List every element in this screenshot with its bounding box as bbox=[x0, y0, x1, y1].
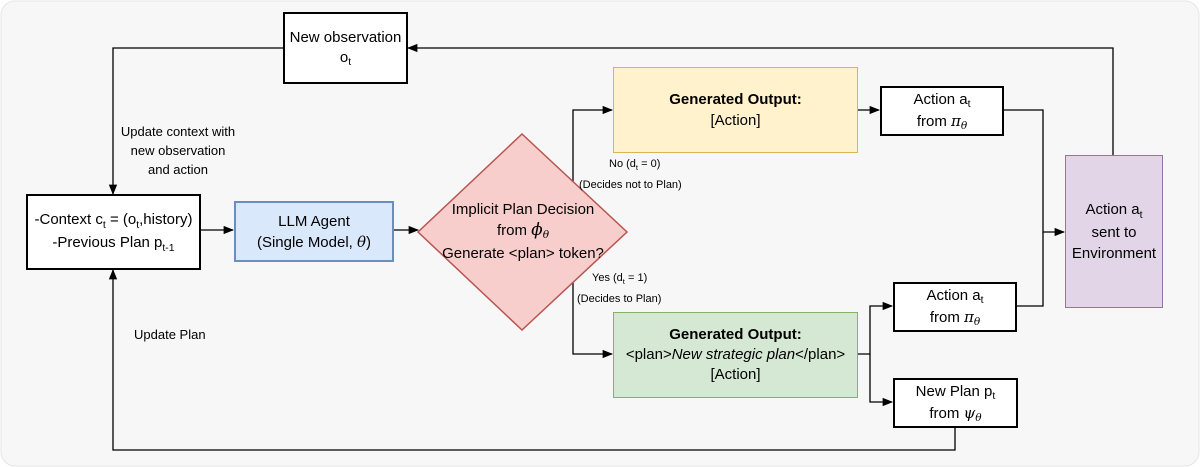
environment-node: Action at sent to Environment bbox=[1065, 155, 1163, 308]
agent-subtitle: (Single Model, θ) bbox=[256, 232, 372, 251]
observation-node: New observation ot bbox=[283, 12, 408, 84]
new-plan-node: New Plan pt from ψθ bbox=[893, 378, 1018, 428]
decision-title: Implicit Plan Decision bbox=[451, 200, 595, 218]
output-action-node: Generated Output: [Action] bbox=[613, 67, 858, 153]
previous-plan-line: -Previous Plan pt-1 bbox=[52, 234, 175, 254]
decision-question: Generate <plan> token? bbox=[442, 244, 604, 262]
edge-new-plan-to-context bbox=[108, 268, 956, 451]
edge-action-top-to-environment bbox=[1004, 109, 1066, 237]
output-plan-body: <plan>New strategic plan</plan> bbox=[625, 346, 846, 363]
action-mid-node: Action at from πθ bbox=[893, 282, 1017, 332]
yes-branch-label: Yes (dt = 1) (Decides to Plan) bbox=[577, 272, 662, 305]
edge-environment-to-observation bbox=[406, 43, 1114, 155]
decision-text: Implicit Plan Decision from ϕθ Generate … bbox=[428, 196, 618, 266]
decision-policy: from ϕθ bbox=[496, 219, 550, 242]
output-action-title: Generated Output: bbox=[669, 91, 802, 108]
observation-title: New observation bbox=[289, 28, 402, 46]
observation-subscript: t bbox=[348, 56, 352, 69]
edge-observation-to-context bbox=[108, 47, 283, 196]
agent-title: LLM Agent bbox=[278, 212, 350, 230]
edge-output-plan-to-new-plan bbox=[869, 354, 894, 407]
context-line: -Context ct = (ot,history) bbox=[34, 211, 193, 231]
edge-output-plan-split bbox=[857, 301, 894, 355]
decision-diamond bbox=[416, 132, 629, 332]
output-plan-title: Generated Output: bbox=[669, 326, 802, 343]
llm-agent-node: LLM Agent (Single Model, θ) bbox=[234, 201, 394, 262]
no-branch-label: No (dt = 0) (Decides not to Plan) bbox=[579, 158, 682, 191]
update-context-label: Update context with new observation and … bbox=[120, 124, 236, 177]
output-action-body: [Action] bbox=[710, 112, 761, 129]
output-plan-action: [Action] bbox=[710, 366, 761, 383]
action-top-node: Action at from πθ bbox=[880, 86, 1004, 136]
output-plan-node: Generated Output: <plan>New strategic pl… bbox=[613, 312, 858, 398]
context-node: -Context ct = (ot,history) -Previous Pla… bbox=[26, 194, 201, 270]
edge-action-mid-to-environment bbox=[1017, 232, 1044, 307]
observation-symbol: o bbox=[339, 48, 349, 66]
edge-decision-to-output-plan bbox=[572, 258, 614, 359]
update-plan-label: Update Plan bbox=[134, 327, 206, 342]
edge-decision-to-output-action bbox=[572, 105, 614, 205]
